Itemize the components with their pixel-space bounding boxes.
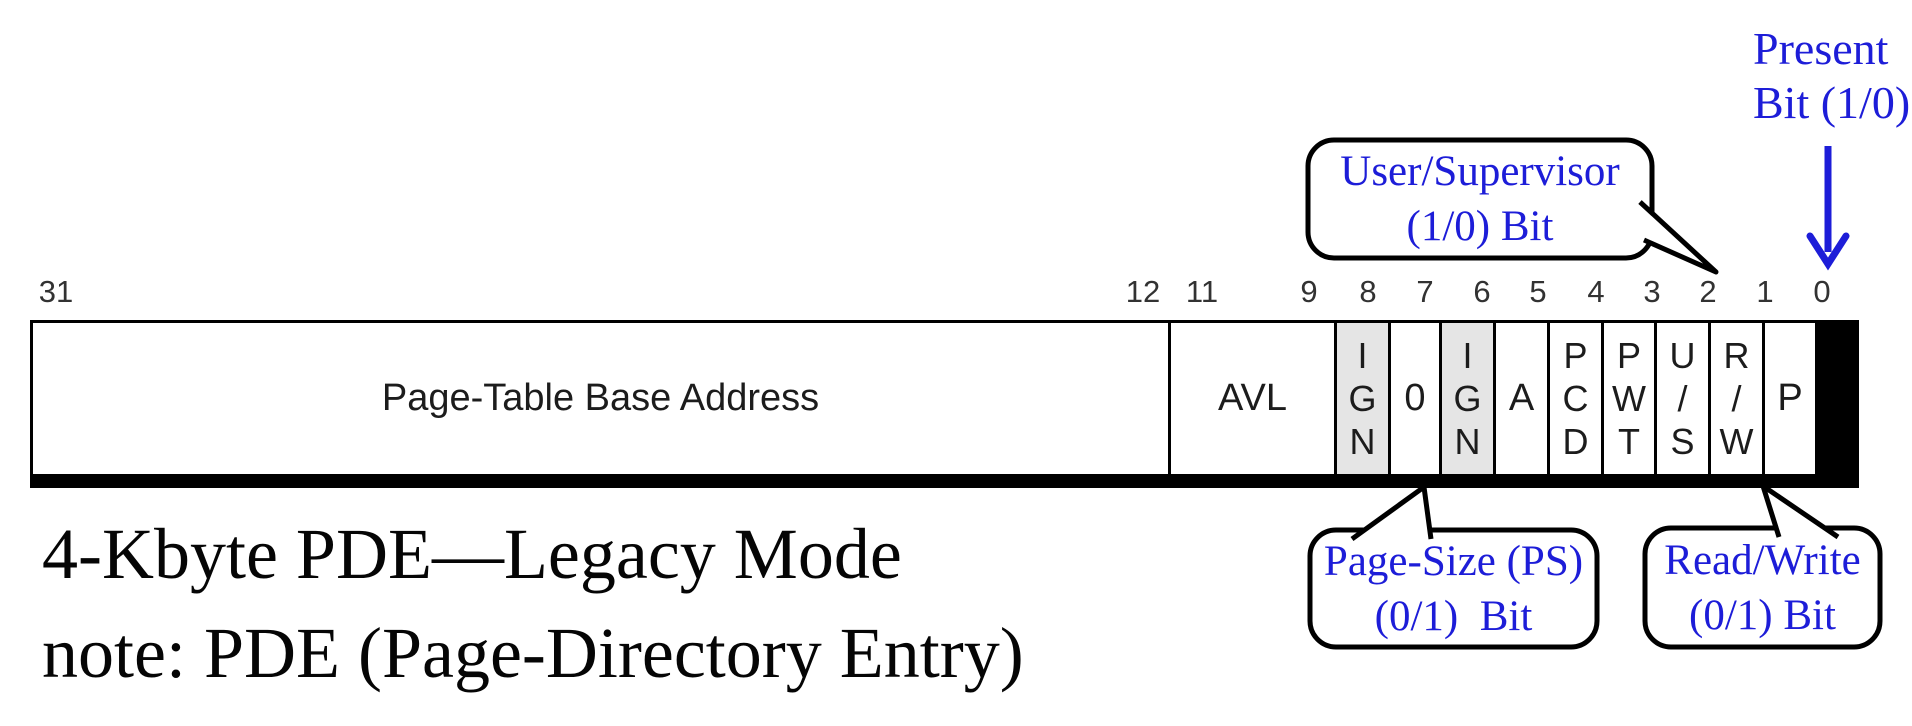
field-cell-page-table-base-address: Page-Table Base Address [33, 323, 1171, 474]
present-bit-label: Present Bit (1/0) [1753, 22, 1910, 130]
bit-index-11: 11 [1185, 274, 1219, 309]
bit-index-7: 7 [1416, 274, 1434, 309]
read-write-callout-line2: (0/1) Bit [1689, 591, 1836, 639]
field-cell-pwt: P W T [1604, 323, 1657, 474]
bit-index-12: 12 [1125, 274, 1161, 309]
field-cell-user-supervisor: U / S [1657, 323, 1711, 474]
present-bit-label-line1: Present [1753, 23, 1889, 74]
diagram-caption: 4-Kbyte PDE—Legacy Mode note: PDE (Page-… [42, 505, 1024, 703]
present-arrow-icon [1806, 146, 1850, 271]
present-bit-label-line2: Bit (1/0) [1753, 77, 1911, 128]
page-size-callout-line1: Page-Size (PS) [1323, 537, 1584, 585]
caption-title: 4-Kbyte PDE—Legacy Mode [42, 514, 902, 594]
field-cell-present: P [1765, 323, 1815, 474]
user-supervisor-callout: User/Supervisor (1/0) Bit [1308, 140, 1652, 258]
field-cell-pcd: P C D [1550, 323, 1604, 474]
field-cell-zero-bit7: 0 [1391, 323, 1442, 474]
user-supervisor-callout-line1: User/Supervisor [1340, 148, 1620, 195]
bit-index-9: 9 [1300, 274, 1318, 309]
bit-index-1: 1 [1756, 274, 1774, 309]
bit-index-0: 0 [1813, 274, 1831, 309]
field-cell-ign-bit6: I G N [1442, 323, 1496, 474]
read-write-callout: Read/Write (0/1) Bit [1645, 528, 1880, 647]
bit-index-2: 2 [1699, 274, 1717, 309]
bit-index-5: 5 [1529, 274, 1547, 309]
bit-index-3: 3 [1643, 274, 1661, 309]
bit-index-8: 8 [1359, 274, 1377, 309]
bit-index-6: 6 [1473, 274, 1491, 309]
field-cell-avl: AVL [1171, 323, 1337, 474]
user-supervisor-callout-line2: (1/0) Bit [1406, 203, 1554, 250]
field-cell-read-write: R / W [1711, 323, 1765, 474]
field-cell-ign-bit8: I G N [1337, 323, 1391, 474]
page-size-callout: Page-Size (PS) (0/1) Bit [1310, 530, 1597, 647]
bit-index-4: 4 [1587, 274, 1605, 309]
caption-note: note: PDE (Page-Directory Entry) [42, 613, 1024, 693]
bit-index-31: 31 [38, 274, 74, 309]
read-write-callout-line1: Read/Write [1664, 536, 1861, 584]
page-size-callout-line2: (0/1) Bit [1374, 592, 1533, 640]
field-cell-accessed: A [1496, 323, 1550, 474]
